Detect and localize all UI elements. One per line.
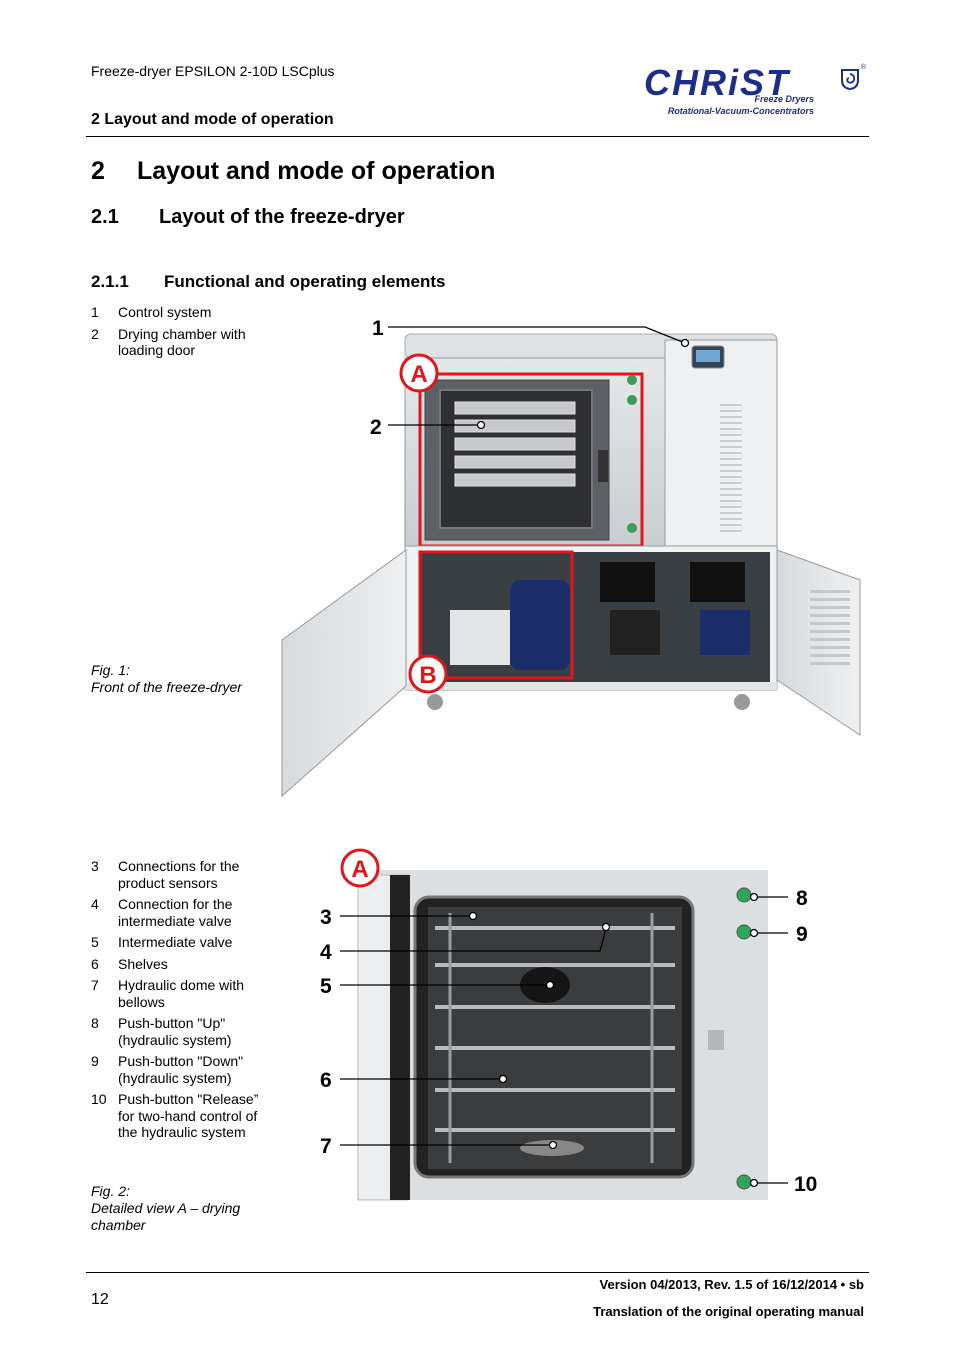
- callout-10: 10: [794, 1173, 817, 1196]
- chapter-heading: 2 Layout and mode of operation: [91, 157, 495, 186]
- registered-mark: ®: [860, 64, 866, 71]
- section-number: 2.1: [91, 206, 119, 228]
- figure2-caption: Fig. 2: Detailed view A – drying chamber: [91, 1183, 241, 1233]
- header-rule: [86, 136, 869, 137]
- frame-b: [418, 550, 574, 680]
- callout-9: 9: [796, 923, 808, 946]
- running-section-title: 2 Layout and mode of operation: [91, 111, 334, 128]
- subsection-number: 2.1.1: [91, 272, 129, 291]
- page-number: 12: [91, 1291, 109, 1308]
- callout-7: 7: [320, 1135, 332, 1158]
- footer-rule: [86, 1272, 869, 1273]
- version-info: Version 04/2013, Rev. 1.5 of 16/12/2014 …: [599, 1277, 864, 1292]
- document-product-title: Freeze-dryer EPSILON 2-10D LSCplus: [91, 63, 335, 79]
- callout-1: 1: [372, 317, 384, 340]
- chapter-number: 2: [91, 157, 105, 185]
- logo-subline-1: Freeze Dryers: [754, 94, 814, 104]
- subsection-title: Functional and operating elements: [164, 272, 446, 291]
- callout-a: A: [410, 361, 427, 388]
- subsection-heading: 2.1.1 Functional and operating elements: [91, 272, 445, 292]
- logo-wordmark: CHRiST: [644, 62, 790, 103]
- section-title: Layout of the freeze-dryer: [159, 206, 405, 228]
- callout-4: 4: [320, 941, 332, 964]
- christ-logo: CHRiST ® Freeze Dryers Rotational-Vacuum…: [640, 62, 866, 122]
- callout-2: 2: [370, 416, 382, 439]
- translation-note: Translation of the original operating ma…: [593, 1304, 864, 1319]
- callout-a: A: [351, 856, 368, 883]
- logo-swirl-icon: [841, 69, 859, 90]
- chapter-title: Layout and mode of operation: [137, 157, 496, 185]
- callout-5: 5: [320, 975, 332, 998]
- callout-3: 3: [320, 906, 332, 929]
- callout-8: 8: [796, 887, 808, 910]
- figure1-caption: Fig. 1: Front of the freeze-dryer: [91, 662, 242, 695]
- callout-b: B: [419, 662, 436, 689]
- logo-subline-2: Rotational-Vacuum-Concentrators: [667, 106, 814, 116]
- freeze-dryer-front-photo: 1 2 A B: [281, 317, 861, 798]
- section-heading: 2.1 Layout of the freeze-dryer: [91, 206, 405, 229]
- callout-6: 6: [320, 1069, 332, 1092]
- drying-chamber-detail-photo: 3 4 5 6 7 8 9 10 A: [320, 848, 817, 1201]
